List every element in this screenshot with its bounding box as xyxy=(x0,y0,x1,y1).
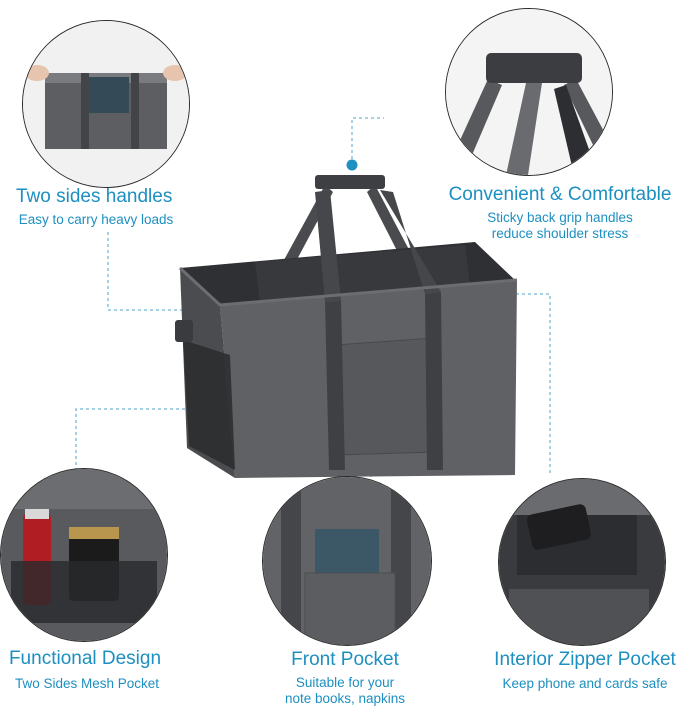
feature-desc-functional-design: Two Sides Mesh Pocket xyxy=(14,676,160,691)
feature-image-side-handles xyxy=(22,20,190,188)
tote-bag-image xyxy=(175,175,518,478)
feature-image-front-pocket xyxy=(262,476,432,646)
feature-title-functional-design: Functional Design xyxy=(8,648,162,669)
feature-title-zipper-pocket: Interior Zipper Pocket xyxy=(494,649,676,670)
feature-desc-comfortable-2: reduce shoulder stress xyxy=(491,226,629,241)
feature-desc-zipper-pocket: Keep phone and cards safe xyxy=(502,676,668,691)
dot-shoulder-handle xyxy=(346,159,358,171)
feature-desc-front-pocket-1: Suitable for your xyxy=(295,675,395,690)
feature-title-side-handles: Two sides handles xyxy=(16,186,173,207)
feature-image-zipper-pocket xyxy=(498,478,666,646)
feature-desc-comfortable-1: Sticky back grip handles xyxy=(487,210,633,225)
feature-desc-front-pocket-2: note books, napkins xyxy=(284,691,406,706)
feature-title-comfortable: Convenient & Comfortable xyxy=(448,184,672,205)
feature-image-mesh-pocket xyxy=(0,468,168,642)
feature-title-front-pocket: Front Pocket xyxy=(291,649,399,670)
feature-image-shoulder-handle xyxy=(445,8,613,176)
feature-desc-side-handles: Easy to carry heavy loads xyxy=(18,212,174,227)
